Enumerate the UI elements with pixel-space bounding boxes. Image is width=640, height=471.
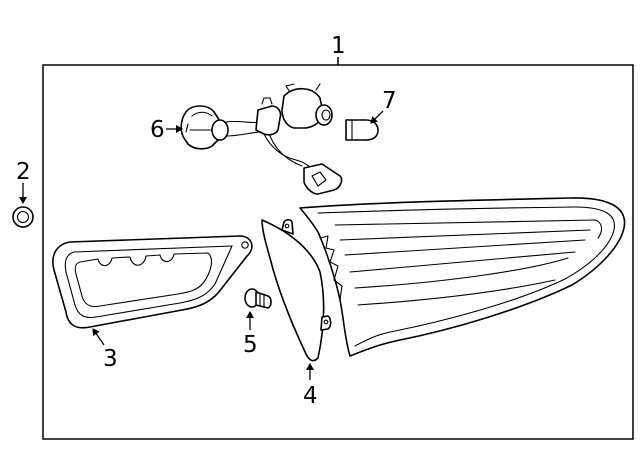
callout-1: 1 xyxy=(331,33,346,59)
callout-3: 3 xyxy=(103,346,118,372)
part-lamp-housing xyxy=(299,197,626,357)
callout-3-leader xyxy=(92,328,105,346)
callout-7: 7 xyxy=(382,88,397,114)
part-grommet xyxy=(12,206,34,228)
callout-2: 2 xyxy=(16,159,31,185)
callout-4: 4 xyxy=(303,383,318,409)
part-screw xyxy=(244,288,272,309)
callout-6: 6 xyxy=(150,117,165,143)
callout-5: 5 xyxy=(243,332,258,358)
callout-7-leader xyxy=(370,110,384,124)
part-bulb xyxy=(345,119,379,141)
part-socket-harness xyxy=(180,83,343,195)
part-bracket xyxy=(261,218,332,362)
part-gasket xyxy=(52,235,253,329)
